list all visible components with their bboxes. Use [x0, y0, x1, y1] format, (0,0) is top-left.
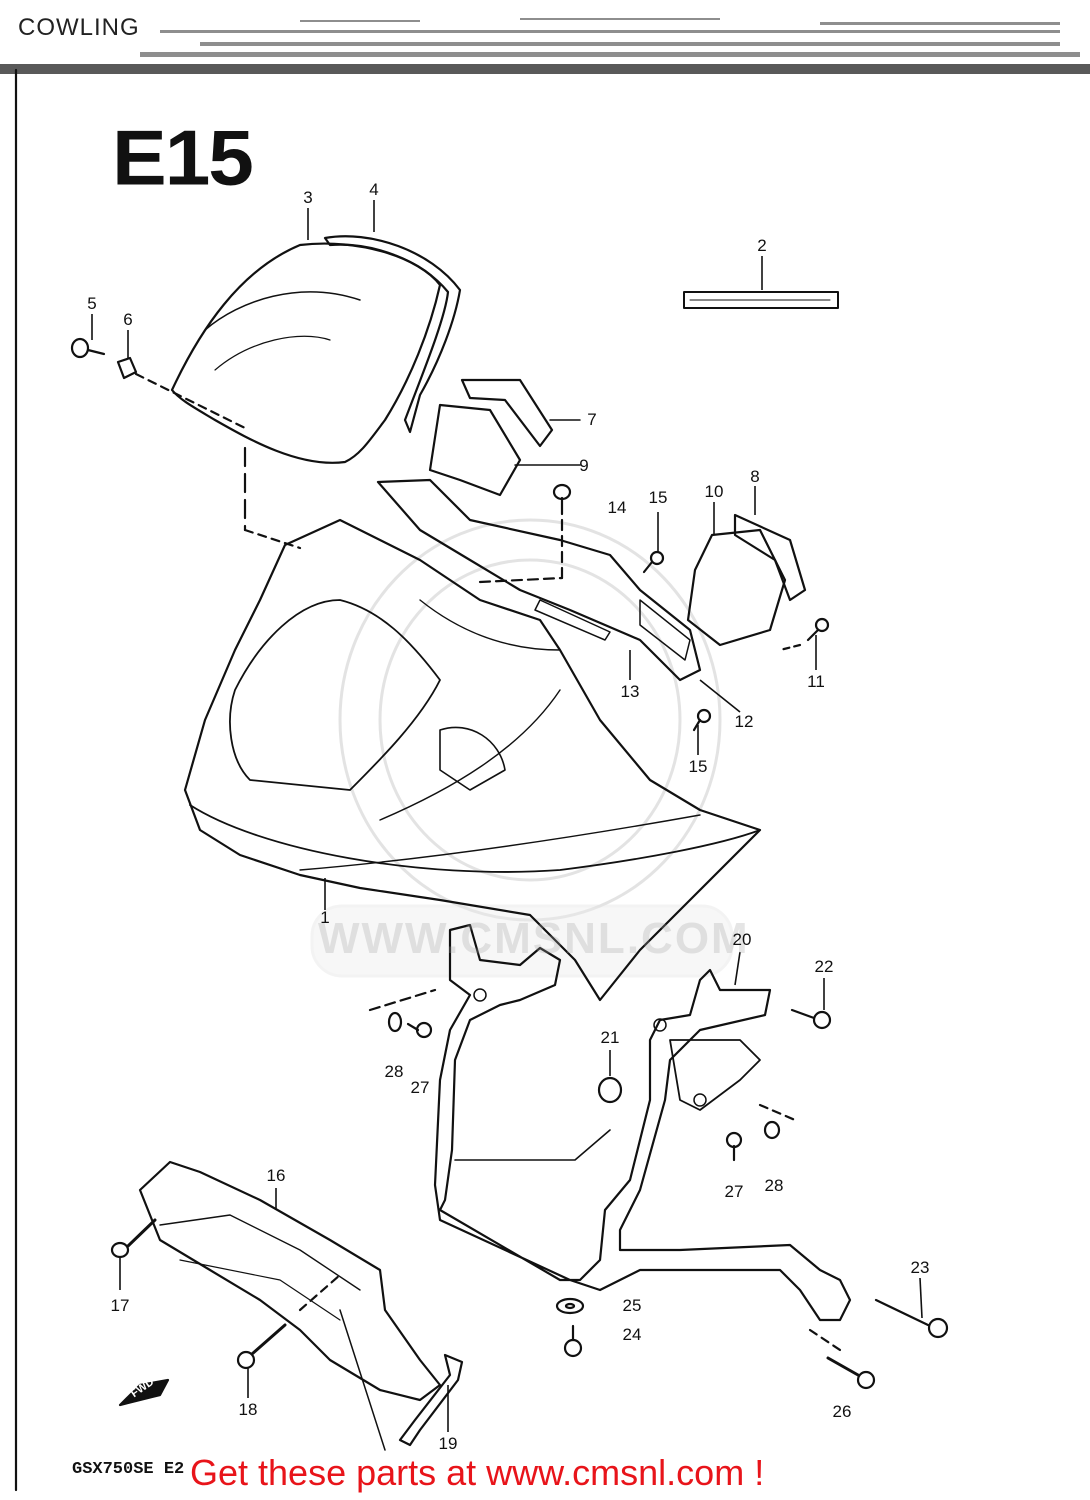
callout-15-lower: 15	[688, 757, 708, 776]
callout-26: 26	[832, 1402, 852, 1421]
promo-link-text[interactable]: Get these parts at www.cmsnl.com !	[190, 1452, 765, 1493]
screw-27-left	[406, 1021, 433, 1039]
page-title: COWLING	[18, 14, 140, 41]
callout-11: 11	[807, 672, 825, 691]
bolt-26	[826, 1356, 876, 1390]
callout-16: 16	[266, 1166, 286, 1185]
windscreen-trim	[323, 235, 462, 434]
callout-20: 20	[732, 930, 752, 949]
callout-27-right: 27	[724, 1182, 744, 1201]
bolt-17	[110, 1218, 157, 1259]
screw-14	[552, 483, 572, 516]
watermark-text: WWW.CMSNL.COM	[318, 914, 750, 963]
callout-18: 18	[238, 1400, 258, 1419]
bolt-23	[874, 1298, 949, 1339]
bracket-8	[733, 513, 807, 602]
inner-panel	[376, 478, 702, 682]
screw-15-upper	[642, 550, 665, 574]
callout-1: 1	[320, 908, 330, 927]
side-cover-10	[686, 528, 787, 647]
callout-28-right: 28	[764, 1176, 784, 1195]
grommet-28-left	[387, 1011, 403, 1033]
bracket-9	[428, 403, 522, 497]
cowling-bracket-frame	[433, 923, 852, 1322]
callout-2: 2	[757, 236, 767, 255]
washer-25	[555, 1297, 585, 1315]
bracket-19	[398, 1353, 464, 1447]
callout-25: 25	[622, 1296, 642, 1315]
windscreen	[170, 242, 442, 464]
callout-3: 3	[303, 188, 313, 207]
main-cowling	[183, 518, 762, 1002]
callout-12: 12	[734, 712, 754, 731]
callout-24: 24	[622, 1325, 642, 1344]
callout-23: 23	[910, 1258, 930, 1277]
screw-15-lower	[692, 708, 712, 732]
callout-8: 8	[750, 467, 760, 486]
fwd-arrow-icon	[118, 1378, 170, 1407]
callout-10: 10	[704, 482, 724, 501]
callout-21: 21	[600, 1028, 620, 1047]
screw-27-right	[725, 1131, 743, 1162]
under-cover-16	[138, 1160, 442, 1402]
section-code: E15	[112, 115, 254, 202]
callout-7: 7	[587, 410, 597, 429]
grommet-28-right	[763, 1120, 781, 1140]
bolt-22	[790, 1008, 832, 1030]
nut-6	[116, 356, 138, 380]
bolt-18	[236, 1323, 287, 1370]
collar-21	[597, 1076, 623, 1104]
cms-watermark-logo	[310, 518, 734, 978]
header-scan-noise	[0, 18, 1090, 74]
callout-19: 19	[438, 1434, 458, 1453]
callout-5: 5	[87, 294, 97, 313]
model-code: GSX750SE E2	[72, 1460, 185, 1479]
callout-6: 6	[123, 310, 133, 329]
bolt-5	[70, 337, 106, 359]
callout-13: 13	[620, 682, 640, 701]
callout-4: 4	[369, 180, 379, 199]
callout-15-upper: 15	[648, 488, 668, 507]
screw-24	[563, 1324, 583, 1358]
screw-11	[806, 617, 830, 642]
callout-17: 17	[110, 1296, 130, 1315]
callout-22: 22	[814, 957, 834, 976]
callout-14: 14	[607, 498, 627, 517]
callout-9: 9	[579, 456, 589, 475]
emblem-strip	[683, 291, 839, 309]
bracket-7	[460, 378, 554, 448]
callout-27-left: 27	[410, 1078, 430, 1097]
callout-28-left: 28	[384, 1062, 404, 1081]
